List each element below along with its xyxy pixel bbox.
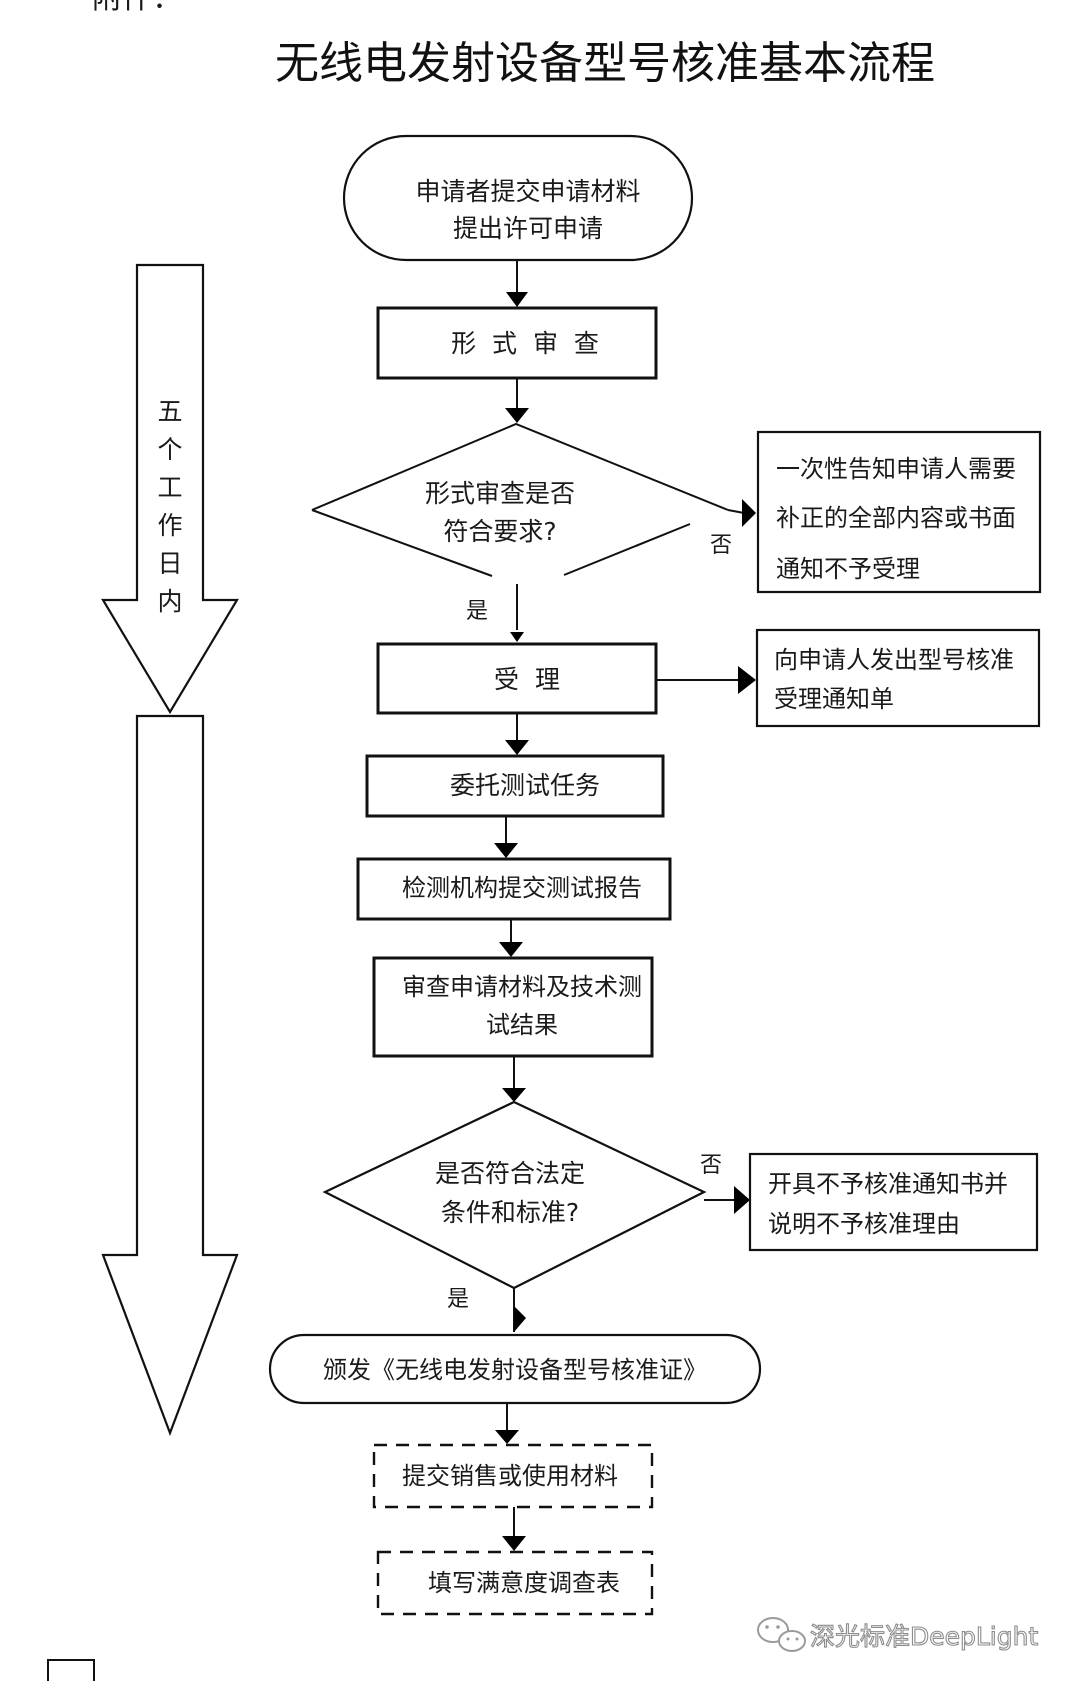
timeline-label: 五 个 工 作 日 内 [157, 397, 182, 616]
timeline-char: 工 [157, 473, 182, 502]
arrowhead [495, 1430, 519, 1444]
arrowhead [514, 1306, 526, 1332]
report-box: 检测机构提交测试报告 [356, 857, 672, 921]
connector-no-1 [727, 509, 745, 514]
accept-notice-line-1: 向申请人发出型号核准 [774, 646, 1014, 674]
reject-1-line-3: 通知不予受理 [776, 555, 920, 583]
decision-1-diamond: 形式审查是否 符合要求? [311, 422, 729, 584]
accept-notice-box: 向申请人发出型号核准 受理通知单 [755, 628, 1041, 728]
review-results-box: 审查申请材料及技术测 试结果 [372, 956, 654, 1058]
form-review-label: 形 式 审 查 [451, 329, 599, 358]
arrowhead [742, 499, 756, 527]
timeline-arrow-lower [101, 714, 239, 1437]
issue-label: 颁发《无线电发射设备型号核准证》 [323, 1356, 707, 1384]
yes-label-1: 是 [466, 599, 488, 624]
no-label-2: 否 [700, 1153, 722, 1178]
reject-2-line-2: 说明不予核准理由 [768, 1210, 960, 1238]
timeline-char: 内 [157, 587, 182, 616]
review-results-line-2: 试结果 [486, 1011, 558, 1039]
arrowhead [738, 666, 756, 694]
watermark: 深光标准DeepLight [757, 1617, 1039, 1652]
accept-label: 受 理 [494, 665, 560, 694]
timeline-char: 作 [157, 511, 182, 540]
review-results-line-1: 审查申请材料及技术测 [402, 973, 642, 1001]
survey-box: 填写满意度调查表 [376, 1550, 654, 1616]
start-terminal: 申请者提交申请材料 提出许可申请 [342, 134, 694, 262]
report-label: 检测机构提交测试报告 [402, 874, 642, 902]
arrowhead [510, 632, 524, 642]
start-line-1: 申请者提交申请材料 [415, 177, 640, 206]
arrowhead [734, 1186, 750, 1214]
page-title: 无线电发射设备型号核准基本流程 [275, 38, 935, 89]
decision-2-line-1: 是否符合法定 [435, 1159, 585, 1188]
arrowhead [502, 1088, 526, 1102]
decision-2-diamond: 是否符合法定 条件和标准? [322, 1100, 707, 1290]
header-fragment: 附件： [92, 0, 182, 16]
wechat-icon [757, 1617, 806, 1652]
watermark-text: 深光标准DeepLight [810, 1622, 1038, 1651]
arrowhead [502, 1536, 526, 1551]
issue-certificate-terminal: 颁发《无线电发射设备型号核准证》 [268, 1333, 762, 1405]
no-label-1: 否 [710, 533, 732, 558]
reject-2-line-1: 开具不予核准通知书并 [768, 1170, 1008, 1198]
arrowhead [499, 942, 523, 957]
arrowhead [505, 740, 529, 755]
reject-1-line-1: 一次性告知申请人需要 [776, 455, 1016, 483]
survey-label: 填写满意度调查表 [428, 1569, 620, 1597]
reject-box-2: 开具不予核准通知书并 说明不予核准理由 [748, 1152, 1039, 1252]
decision-1-line-2: 符合要求? [443, 517, 556, 546]
timeline-char: 个 [157, 435, 182, 464]
entrust-label: 委托测试任务 [450, 771, 600, 800]
entrust-box: 委托测试任务 [365, 754, 665, 818]
decision-1-line-1: 形式审查是否 [425, 479, 575, 508]
decision-2-line-2: 条件和标准? [441, 1198, 579, 1227]
timeline-char: 日 [157, 549, 182, 578]
submit-sales-label: 提交销售或使用材料 [402, 1462, 618, 1490]
arrowhead [494, 843, 518, 858]
page-corner-fragment [47, 1659, 95, 1681]
accept-box: 受 理 [376, 642, 658, 715]
timeline-char: 五 [157, 397, 182, 426]
accept-notice-line-2: 受理通知单 [774, 685, 894, 713]
form-review-box: 形 式 审 查 [376, 306, 658, 380]
arrowhead [505, 408, 529, 423]
reject-box-1: 一次性告知申请人需要 补正的全部内容或书面 通知不予受理 [756, 430, 1042, 594]
submit-sales-box: 提交销售或使用材料 [372, 1443, 654, 1509]
timeline-arrow-upper [101, 263, 239, 715]
reject-1-line-2: 补正的全部内容或书面 [776, 504, 1016, 532]
yes-label-2: 是 [447, 1287, 469, 1312]
arrowhead [506, 292, 528, 307]
start-line-2: 提出许可申请 [453, 214, 603, 243]
